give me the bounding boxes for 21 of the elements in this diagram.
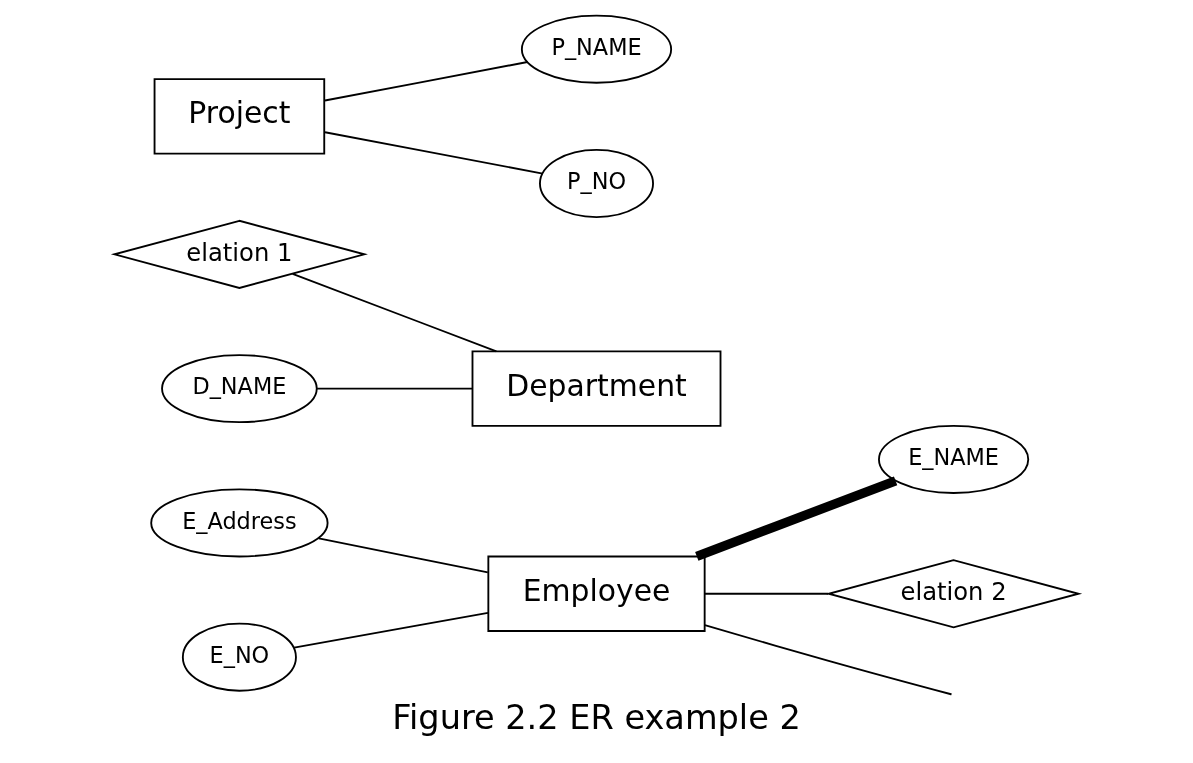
node-box: Employee [487, 555, 706, 632]
node-box: Department [471, 350, 722, 427]
connector [695, 476, 898, 561]
node-ellipse: E_NAME [878, 425, 1030, 494]
connector [324, 61, 529, 102]
node-ellipse: D_NAME [161, 354, 318, 424]
connector [291, 272, 498, 353]
connector [324, 131, 544, 175]
connector [317, 537, 489, 574]
connector [293, 611, 489, 649]
connector [703, 592, 829, 595]
caption: Figure 2.2 ER example 2 [392, 698, 801, 738]
node-box: Project [153, 78, 326, 155]
node-diamond: elation 2 [825, 559, 1083, 629]
node-ellipse: P_NO [539, 149, 654, 218]
node-ellipse: P_NAME [520, 14, 673, 84]
connector [316, 387, 474, 390]
node-diamond: elation 1 [110, 219, 368, 289]
node-ellipse: E_NO [181, 622, 297, 692]
connector [703, 624, 953, 696]
node-ellipse: E_Address [150, 488, 329, 558]
